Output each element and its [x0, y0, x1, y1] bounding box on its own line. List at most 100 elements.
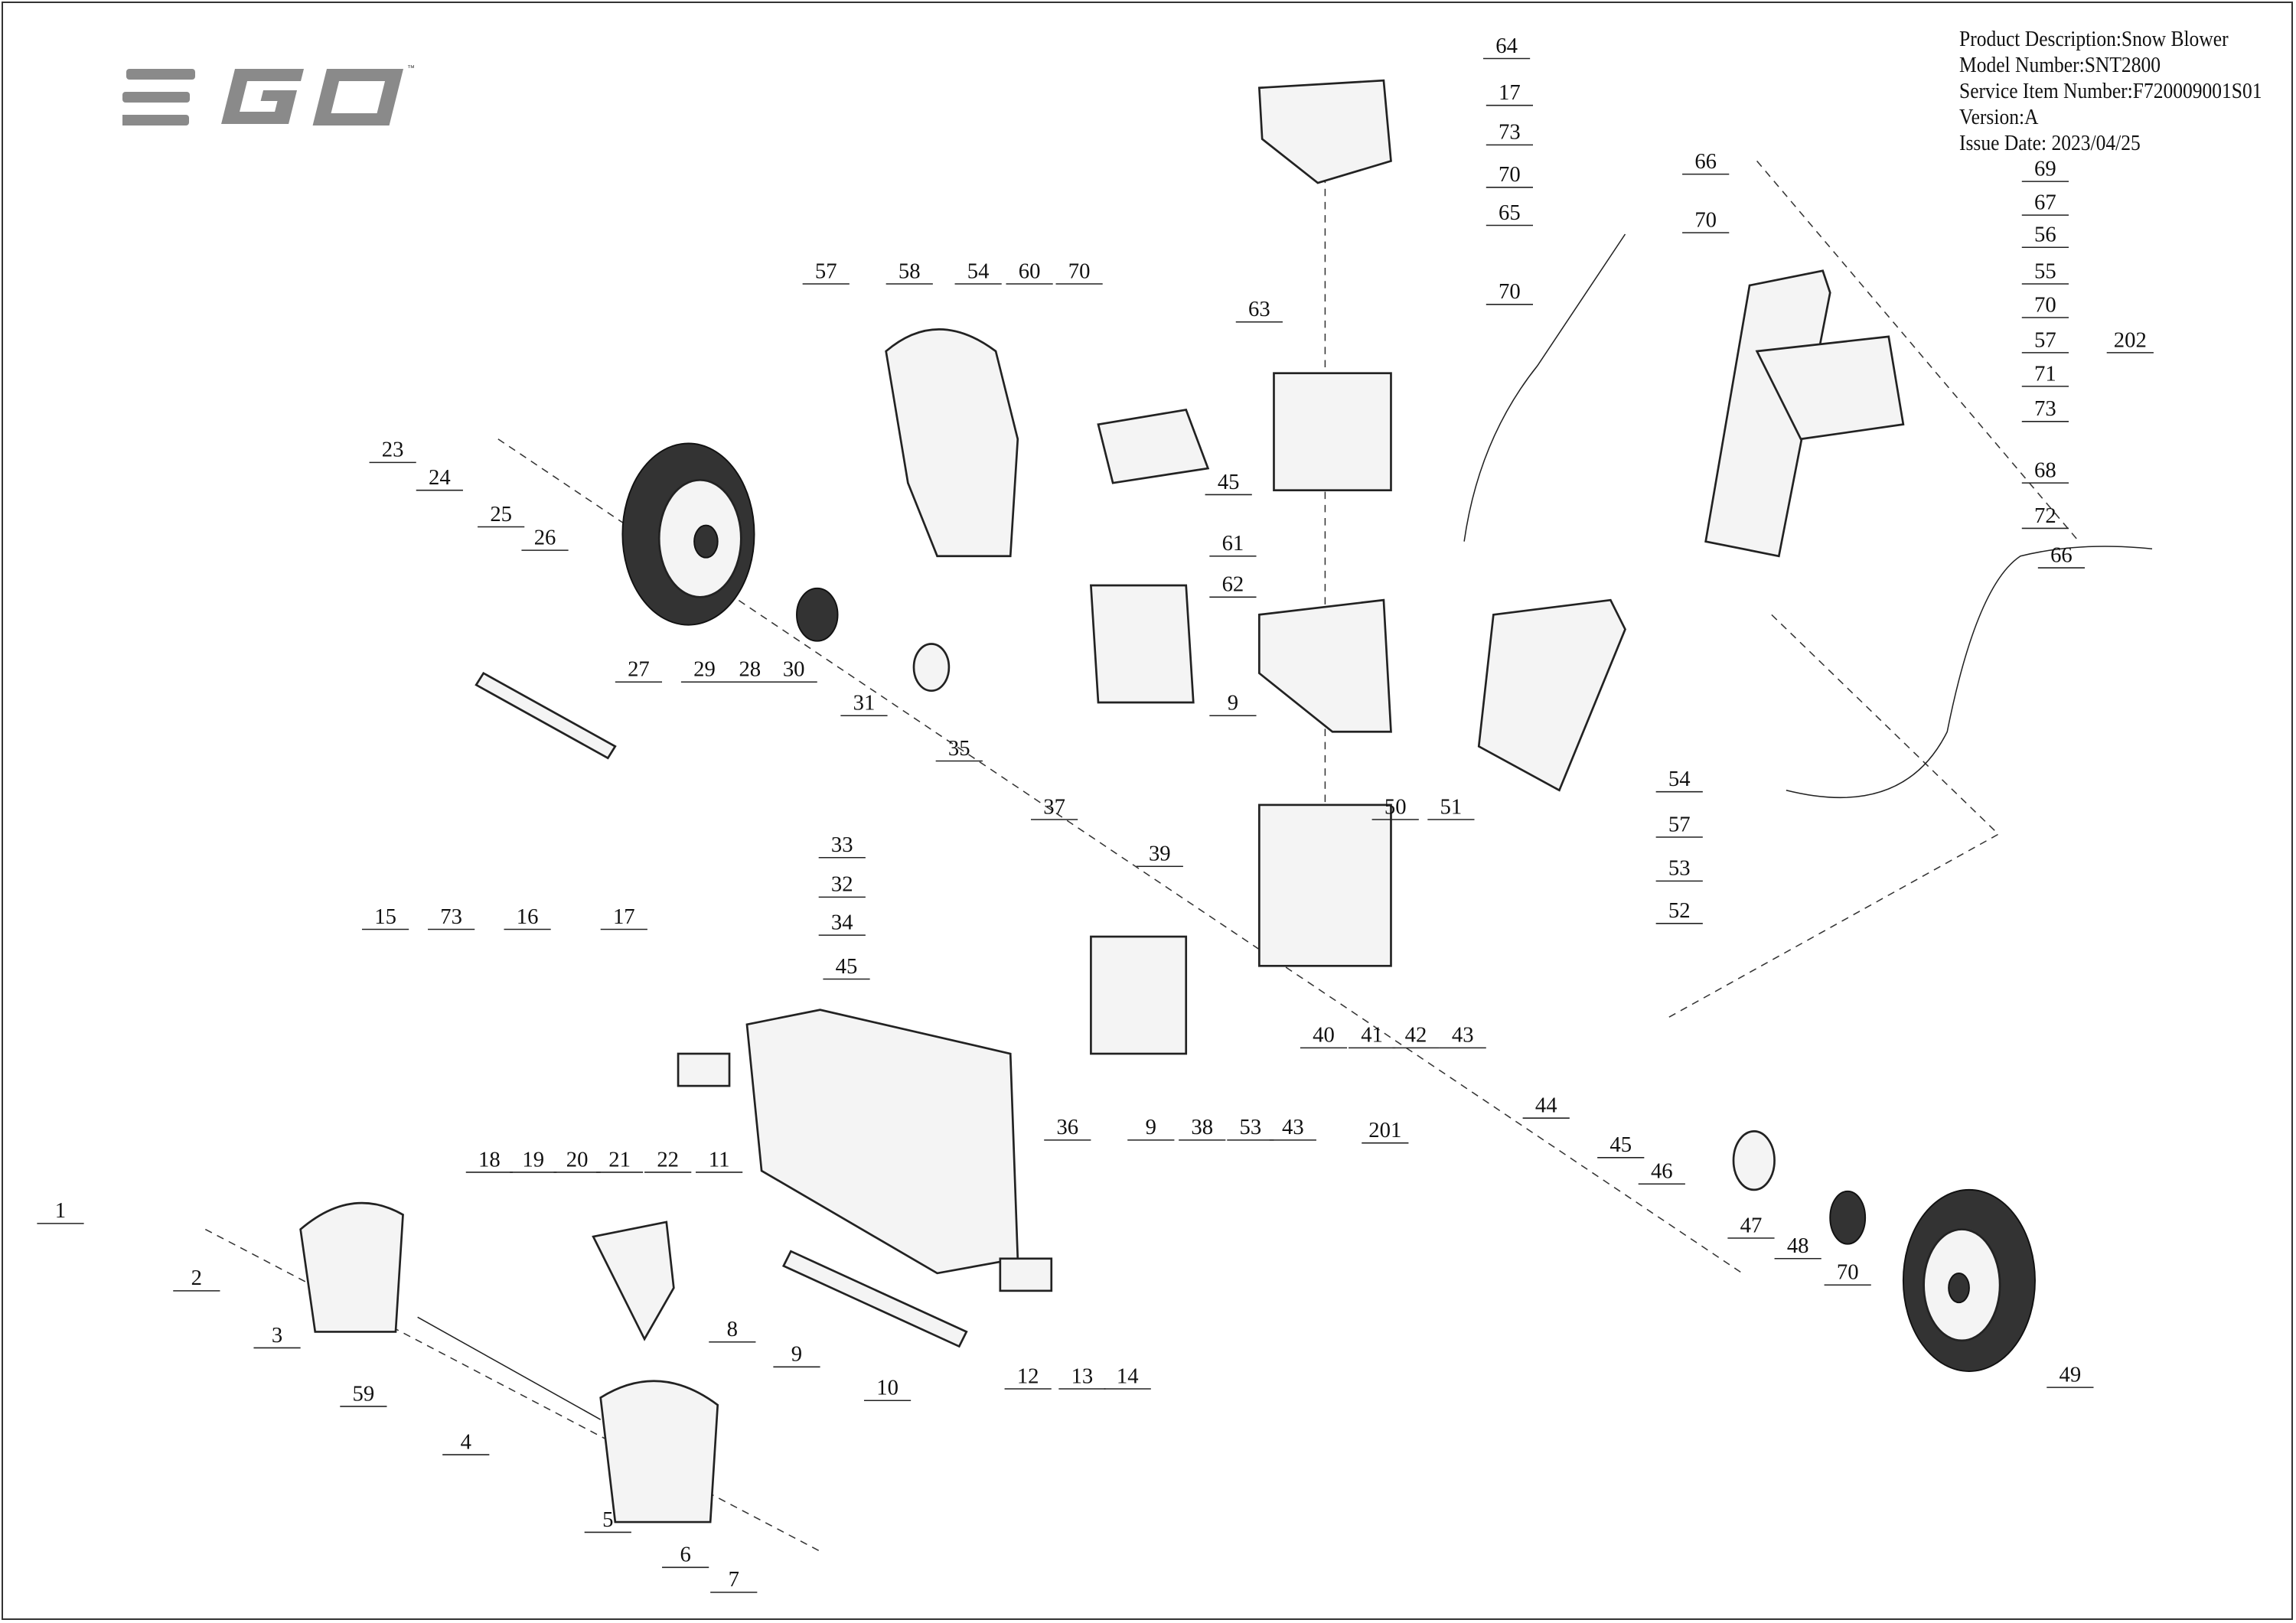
callout-label: 71: [2034, 361, 2056, 386]
callout-label: 47: [1740, 1213, 1763, 1237]
callout-label: 45: [1218, 470, 1240, 494]
callout-label: 57: [815, 259, 837, 283]
callout-label: 202: [2114, 328, 2147, 352]
callout-label: 44: [1535, 1093, 1557, 1118]
callout-label: 61: [1222, 531, 1244, 556]
callout-label: 39: [1149, 842, 1171, 866]
callout-label: 60: [1019, 259, 1041, 283]
auger-housing: [745, 1009, 1019, 1275]
callout-label: 73: [1499, 120, 1521, 145]
callout-label: 26: [534, 525, 556, 549]
callout-label: 45: [836, 954, 858, 979]
callout-label: 9: [1228, 691, 1238, 715]
scraper-bar: [781, 1250, 968, 1348]
handle-left: [1704, 269, 1831, 558]
callout-label: 18: [478, 1147, 501, 1172]
wire-harness: [1786, 546, 2153, 799]
callout-label: 36: [1056, 1115, 1078, 1139]
callout-label: 52: [1668, 898, 1691, 923]
callout-label: 22: [657, 1147, 679, 1172]
callout-label: 2: [191, 1266, 202, 1290]
callout-label: 28: [739, 657, 761, 682]
callout-label: 12: [1017, 1364, 1039, 1388]
callout-label: 32: [831, 872, 853, 897]
callout-label: 48: [1787, 1234, 1809, 1258]
callout-label: 33: [831, 833, 853, 857]
controller: [1089, 584, 1195, 704]
assembly-axis-line: [204, 1228, 820, 1552]
callout-label: 43: [1282, 1115, 1304, 1139]
callout-label: 57: [1668, 812, 1691, 836]
gear-hub: [1829, 1190, 1867, 1245]
assembly-axis-line: [1756, 160, 2079, 543]
lower-handle: [1477, 598, 1626, 792]
callout-label: 70: [2034, 292, 2056, 317]
callout-label: 25: [490, 502, 512, 526]
callout-label: 40: [1313, 1023, 1335, 1048]
callout-label: 59: [353, 1381, 375, 1406]
callout-label: 3: [272, 1323, 282, 1348]
wire-harness: [1463, 233, 1626, 542]
callout-label: 66: [2050, 543, 2073, 567]
callout-label: 68: [2034, 458, 2056, 482]
callout-label: 72: [2034, 504, 2056, 528]
callout-label: 66: [1694, 149, 1717, 174]
callout-label: 69: [2034, 157, 2056, 181]
discharge-chute: [885, 328, 1019, 558]
callout-label: 27: [628, 657, 650, 682]
right-auger: [599, 1380, 719, 1524]
callout-label: 70: [1694, 207, 1717, 232]
bearing: [912, 643, 951, 693]
callout-label: 45: [1609, 1133, 1632, 1157]
control-panel: [1755, 335, 1905, 441]
right-wheel: [1902, 1188, 2036, 1373]
callout-label: 53: [1240, 1115, 1262, 1139]
callout-label: 17: [613, 904, 635, 929]
callout-label: 57: [2034, 328, 2056, 352]
left-wheel: [621, 442, 755, 626]
issue-date: Issue Date: 2023/04/25: [1959, 131, 2141, 155]
product-info-block: Product Description:Snow Blower Model Nu…: [1959, 26, 2262, 156]
callout-label: 41: [1361, 1023, 1383, 1048]
callout-label: 10: [876, 1376, 899, 1400]
callout-label: 11: [709, 1147, 730, 1172]
callout-label: 50: [1384, 794, 1407, 819]
callout-label: 43: [1452, 1023, 1474, 1048]
callout-label: 20: [566, 1147, 589, 1172]
callout-label: 73: [440, 904, 462, 929]
callout-label: 70: [1499, 279, 1521, 304]
callout-label: 8: [727, 1317, 738, 1341]
callout-label: 67: [2034, 190, 2056, 214]
skid-shoe: [999, 1257, 1053, 1292]
callout-label: 31: [853, 691, 876, 715]
callout-label: 53: [1668, 856, 1691, 881]
callout-label: 58: [899, 259, 921, 283]
callout-label: 9: [791, 1342, 802, 1367]
callout-label: 24: [429, 465, 451, 490]
battery-housing: [1273, 372, 1392, 492]
callout-label: 19: [522, 1147, 544, 1172]
callout-label: 29: [693, 657, 716, 682]
auger-shaft: [417, 1316, 602, 1420]
motor-housing: [1090, 935, 1188, 1055]
impeller: [592, 1221, 675, 1341]
callout-label: 51: [1440, 794, 1463, 819]
callout-label: 23: [382, 438, 404, 462]
callout-label: 30: [783, 657, 805, 682]
ego-logo: ™: [122, 64, 415, 125]
callout-label: 70: [1837, 1260, 1859, 1285]
callout-label: 9: [1146, 1115, 1156, 1139]
callout-label: 21: [608, 1147, 631, 1172]
assembly-axis-line: [1668, 614, 2000, 1018]
callout-label: 63: [1248, 297, 1270, 321]
battery-compartment: [1258, 598, 1392, 733]
model-number: Model Number:SNT2800: [1959, 53, 2161, 77]
callout-label: 42: [1405, 1023, 1427, 1048]
skid-shoe: [677, 1052, 731, 1087]
callout-label: 54: [1668, 767, 1691, 791]
callout-label: 49: [2060, 1362, 2082, 1387]
callout-label: 15: [374, 904, 396, 929]
hub: [796, 587, 839, 642]
